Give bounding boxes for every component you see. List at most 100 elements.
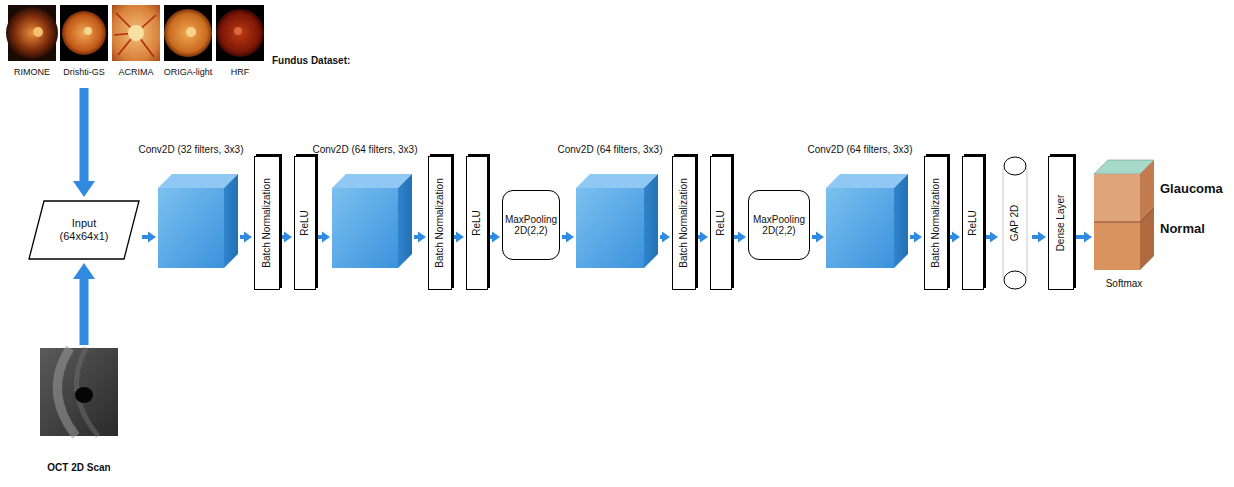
cube-top bbox=[576, 174, 658, 188]
layer-label: HRF bbox=[231, 67, 250, 77]
cube-front bbox=[576, 188, 644, 268]
capsule-end bbox=[1004, 271, 1026, 289]
cube-top bbox=[332, 174, 412, 188]
layer-name: Batch Normalization bbox=[930, 178, 942, 267]
layer-label: Softmax bbox=[1106, 278, 1143, 290]
layer-name: Dense Layer bbox=[1055, 195, 1067, 252]
cube-top bbox=[826, 174, 908, 188]
layer-bar: Batch Normalization bbox=[924, 156, 948, 290]
flow-arrow bbox=[1076, 232, 1092, 243]
layer-label: Drishti-GS bbox=[63, 67, 105, 77]
layer-name: MaxPooling 2D(2,2) bbox=[505, 214, 557, 237]
layer-bar: ReLU bbox=[962, 156, 984, 290]
oct-scan-image bbox=[40, 348, 118, 436]
flow-arrow bbox=[812, 232, 824, 243]
fundus-image bbox=[216, 5, 264, 61]
layer-bar: Batch Normalization bbox=[254, 156, 280, 290]
layer-label: RIMONE bbox=[14, 67, 50, 77]
cube-outline bbox=[576, 174, 658, 268]
layer-label: Normal bbox=[1160, 222, 1205, 237]
arrow-shaft bbox=[1076, 235, 1085, 239]
layer-name: ReLU bbox=[967, 210, 979, 236]
arrow-head bbox=[244, 232, 252, 243]
scan-image: OCT 2D Scan bbox=[40, 348, 118, 436]
input-box: Input (64x64x1) bbox=[28, 200, 140, 260]
conv-block: Conv2D (64 filters, 3x3) bbox=[826, 174, 908, 268]
flow-arrow bbox=[240, 232, 252, 243]
layer-label: OCT 2D Scan bbox=[47, 462, 110, 474]
flow-arrow bbox=[950, 232, 960, 243]
layer-name: Batch Normalization bbox=[678, 178, 690, 267]
cube-side bbox=[224, 174, 238, 268]
layer-label: Glaucoma bbox=[1160, 182, 1223, 197]
layer-label: Conv2D (32 filters, 3x3) bbox=[138, 144, 243, 156]
layer-name: Input (64x64x1) bbox=[48, 217, 120, 242]
flow-arrow bbox=[660, 232, 670, 243]
arrow-head bbox=[952, 232, 960, 243]
flow-arrow bbox=[734, 232, 746, 243]
fundus-image bbox=[6, 5, 58, 61]
layer-name: ReLU bbox=[471, 210, 483, 236]
layer-bar: Batch Normalization bbox=[672, 156, 696, 290]
stack-side bbox=[1140, 208, 1154, 270]
layer-label: Conv2D (64 filters, 3x3) bbox=[557, 144, 662, 156]
cube-outline bbox=[826, 174, 908, 268]
arrow-shaft bbox=[1032, 235, 1039, 239]
flow-arrow bbox=[142, 232, 156, 243]
flow-arrow bbox=[73, 88, 95, 197]
output-stack: GlaucomaNormalSoftmax bbox=[1094, 160, 1154, 270]
layer-name: ReLU bbox=[715, 210, 727, 236]
cube-outline bbox=[332, 174, 412, 268]
arrow-shaft bbox=[80, 278, 89, 345]
layer-bar: Dense Layer bbox=[1048, 156, 1074, 290]
arrow-head bbox=[990, 232, 998, 243]
layer-bar: Batch Normalization bbox=[428, 156, 452, 290]
capsule-side bbox=[1027, 168, 1028, 278]
flow-arrow bbox=[698, 232, 708, 243]
layer-name: GAP 2D bbox=[1009, 205, 1021, 242]
conv-block: Conv2D (64 filters, 3x3) bbox=[332, 174, 412, 268]
cube-front bbox=[332, 188, 398, 268]
dataset-group: RIMONEDrishti-GSACRIMAORIGA-lightHRFFund… bbox=[8, 5, 266, 85]
arrow-head bbox=[662, 232, 670, 243]
layer-name: Batch Normalization bbox=[434, 178, 446, 267]
layer-name: MaxPooling 2D(2,2) bbox=[753, 214, 805, 237]
flow-arrow bbox=[910, 232, 922, 243]
arrow-head bbox=[73, 263, 95, 279]
cube-front bbox=[826, 188, 894, 268]
arrow-head bbox=[914, 232, 922, 243]
stack-front bbox=[1094, 222, 1140, 270]
conv-block: Conv2D (32 filters, 3x3) bbox=[158, 174, 238, 268]
arrow-head bbox=[566, 232, 574, 243]
out-outline bbox=[1094, 160, 1154, 270]
layer-name: Batch Normalization bbox=[261, 178, 273, 267]
flow-arrow bbox=[282, 232, 292, 243]
cube-side bbox=[644, 174, 658, 268]
arrow-head bbox=[738, 232, 746, 243]
parallelogram bbox=[29, 201, 139, 259]
flow-arrow bbox=[562, 232, 574, 243]
fundus-image bbox=[60, 5, 108, 61]
layer-name: ReLU bbox=[299, 210, 311, 236]
arrow-head bbox=[816, 232, 824, 243]
flow-arrow bbox=[986, 232, 998, 243]
pool-box: MaxPooling 2D(2,2) bbox=[748, 190, 810, 260]
layer-label: Conv2D (64 filters, 3x3) bbox=[807, 144, 912, 156]
fundus-thumbnails bbox=[6, 5, 264, 61]
flow-arrow bbox=[73, 263, 95, 345]
pooling-capsule: GAP 2D bbox=[1000, 156, 1030, 290]
fundus-image bbox=[164, 5, 212, 61]
stack-front bbox=[1094, 174, 1140, 222]
cube-side bbox=[398, 174, 412, 268]
cube-top bbox=[158, 174, 238, 188]
fundus-image bbox=[112, 5, 160, 61]
arrow-head bbox=[148, 232, 156, 243]
arrow-head bbox=[1084, 232, 1092, 243]
arrow-head bbox=[456, 232, 464, 243]
arrow-shaft bbox=[80, 88, 89, 182]
conv-block: Conv2D (64 filters, 3x3) bbox=[576, 174, 658, 268]
arrow-head bbox=[418, 232, 426, 243]
arrow-head bbox=[73, 181, 95, 197]
layer-label: ACRIMA bbox=[118, 67, 153, 77]
